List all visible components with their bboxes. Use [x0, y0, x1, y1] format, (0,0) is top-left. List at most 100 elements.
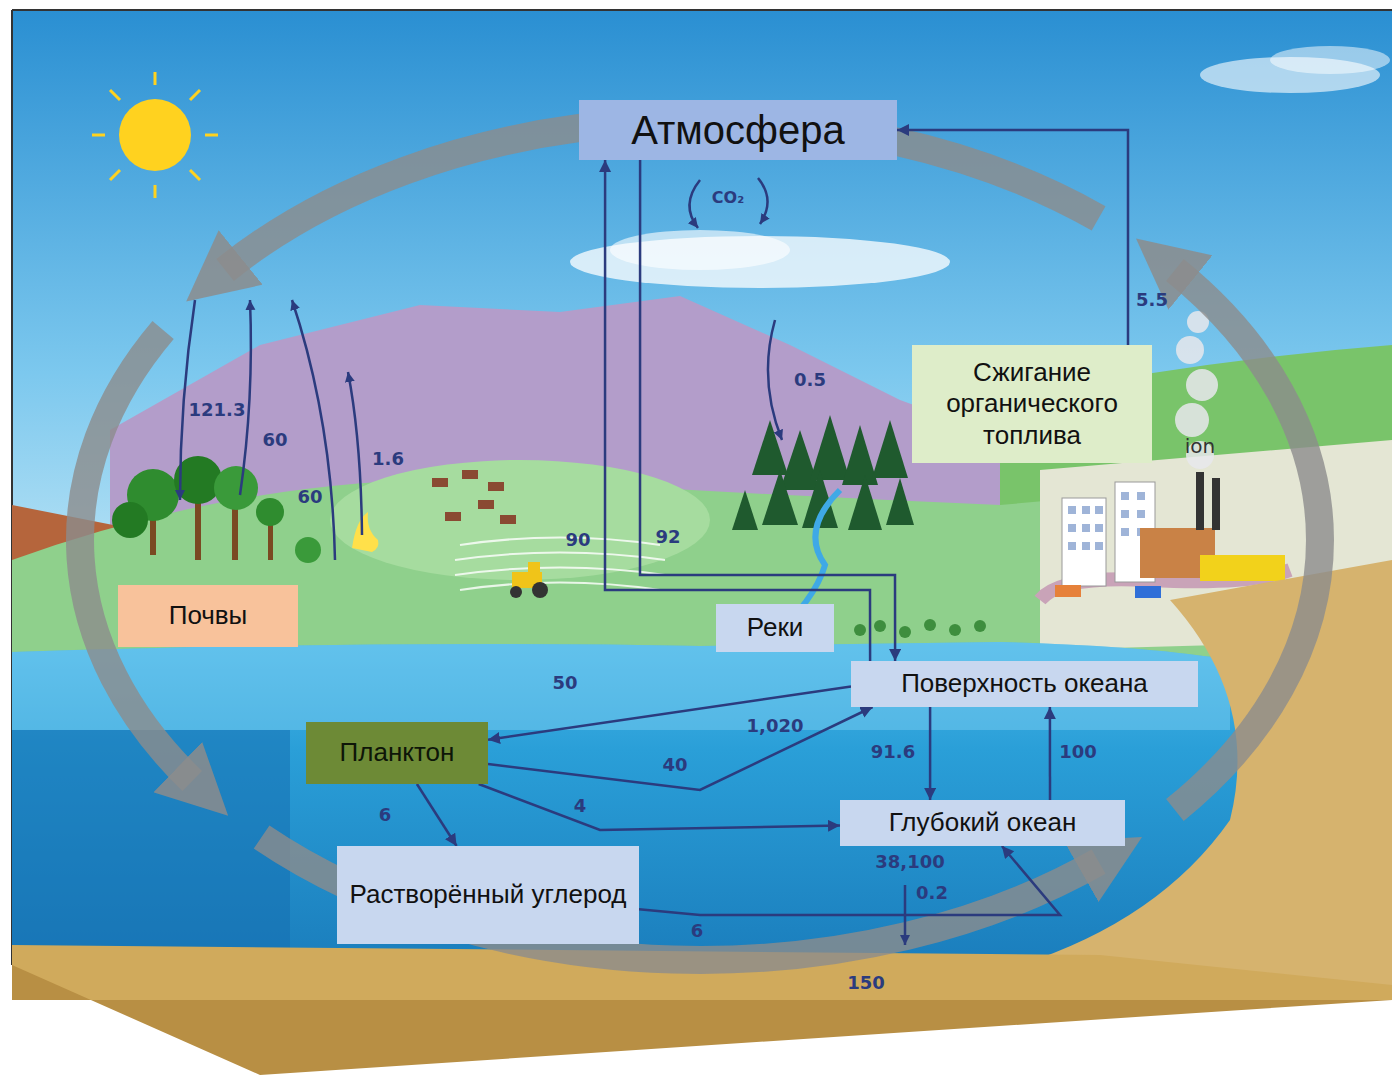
node-text: Планктон — [340, 737, 455, 768]
sun-part — [92, 72, 218, 198]
left-forest-part — [112, 502, 148, 538]
smoke — [1175, 311, 1218, 469]
tractor-part — [528, 562, 540, 574]
left-forest — [112, 456, 321, 563]
flux-number: 121.3 — [187, 400, 248, 420]
city-part-part — [1068, 524, 1076, 532]
city-part-part — [1137, 510, 1145, 518]
node-text: Атмосфера — [631, 106, 845, 154]
cows — [432, 470, 516, 524]
flux-arrows-part — [768, 320, 782, 440]
ocean-part — [12, 730, 290, 965]
fire — [352, 512, 378, 552]
field — [455, 538, 665, 591]
partial-label: ion — [1183, 435, 1217, 457]
sun-part-part — [190, 170, 200, 180]
flux-arrows — [180, 178, 905, 945]
rivers-box: Реки — [716, 604, 834, 652]
flux-number: 0.2 — [914, 883, 950, 903]
carbon-cycle-ring-part — [80, 330, 192, 781]
sun-part-part — [110, 90, 120, 100]
flux-number: 0.5 — [792, 370, 828, 390]
shore-plants-part — [924, 619, 936, 631]
field-part — [455, 568, 665, 576]
field-part — [455, 553, 665, 561]
flux-arrows-part — [348, 372, 362, 535]
sky-part — [12, 9, 1392, 11]
flux-number: 5.5 — [1134, 290, 1170, 310]
dissolved-carbon-box: Растворённый углерод — [337, 846, 639, 944]
flux-number: 92 — [653, 527, 682, 547]
flux-number: 40 — [660, 755, 689, 775]
deep-ocean-box: Глубокий океан — [840, 800, 1125, 846]
flux-arrow — [640, 160, 895, 661]
city-part-part — [1137, 492, 1145, 500]
shore-plants-part — [974, 620, 986, 632]
flux-number: 6 — [689, 921, 706, 941]
shore-plants — [854, 619, 986, 638]
node-text: Реки — [747, 612, 804, 643]
city — [1040, 472, 1290, 600]
node-text: Растворённый углерод — [350, 879, 627, 910]
flux-arrow — [488, 687, 851, 740]
carbon-cycle-ring-part — [262, 837, 1099, 960]
flux-arrows-part — [292, 300, 335, 560]
conifer-forest-part — [886, 478, 914, 525]
cows-part — [488, 482, 504, 491]
city-part — [1212, 478, 1220, 530]
city-part — [1068, 492, 1145, 550]
carbon-cycle-ring — [80, 120, 1320, 960]
flux-arrow — [929, 707, 932, 800]
land-part — [330, 460, 710, 580]
sun-part-part — [154, 72, 157, 85]
sky-part — [12, 10, 1392, 670]
fossil-fuel-box: Сжигание органического топлива — [912, 345, 1152, 463]
gas-label: CO₂ — [710, 189, 746, 207]
sun — [92, 72, 218, 198]
conifer-forest-part — [780, 430, 820, 490]
city-part — [1196, 472, 1204, 530]
cows-part — [462, 470, 478, 479]
conifer-forest-part — [732, 490, 758, 530]
city-part-part — [1068, 506, 1076, 514]
flux-arrow — [488, 707, 873, 790]
conifer-forest-part — [762, 470, 798, 525]
flux-number: 1.6 — [370, 449, 406, 469]
conifer-forest-part — [872, 420, 908, 478]
sun-part-part — [205, 134, 218, 137]
atmosphere-box: Атмосфера — [579, 100, 897, 160]
smoke-part — [1176, 336, 1204, 364]
shore-plants-part — [899, 626, 911, 638]
soil-box: Почвы — [118, 585, 298, 647]
ocean-part — [12, 642, 1230, 730]
conifer-forest-part — [848, 475, 882, 530]
city-part-part — [1095, 524, 1103, 532]
city-part-part — [1082, 524, 1090, 532]
flux-arrows-part — [689, 180, 700, 228]
node-text: Сжигание органического топлива — [924, 357, 1140, 451]
city-part-part — [1095, 542, 1103, 550]
sun-part-part — [92, 134, 105, 137]
conifer-forest-part — [752, 420, 788, 475]
city-part — [1055, 585, 1081, 597]
smoke-part — [1186, 369, 1218, 401]
flux-number: 60 — [295, 487, 324, 507]
flux-number: 4 — [572, 796, 589, 816]
field-part — [460, 538, 660, 546]
city-part-part — [1068, 542, 1076, 550]
conifer-forest-part — [842, 425, 878, 485]
city-part-part — [1082, 506, 1090, 514]
left-forest-part — [295, 537, 321, 563]
flux-number: 100 — [1057, 742, 1099, 762]
city-part — [1200, 555, 1285, 581]
shore-plants-part — [874, 620, 886, 632]
cows-part — [500, 515, 516, 524]
flux-number: 50 — [550, 673, 579, 693]
node-text: Глубокий океан — [889, 807, 1076, 838]
tractor-part — [510, 586, 522, 598]
left-forest-part — [214, 466, 258, 510]
flux-arrow — [639, 846, 1060, 915]
left-forest-part — [256, 498, 284, 526]
city-part — [1062, 498, 1106, 586]
